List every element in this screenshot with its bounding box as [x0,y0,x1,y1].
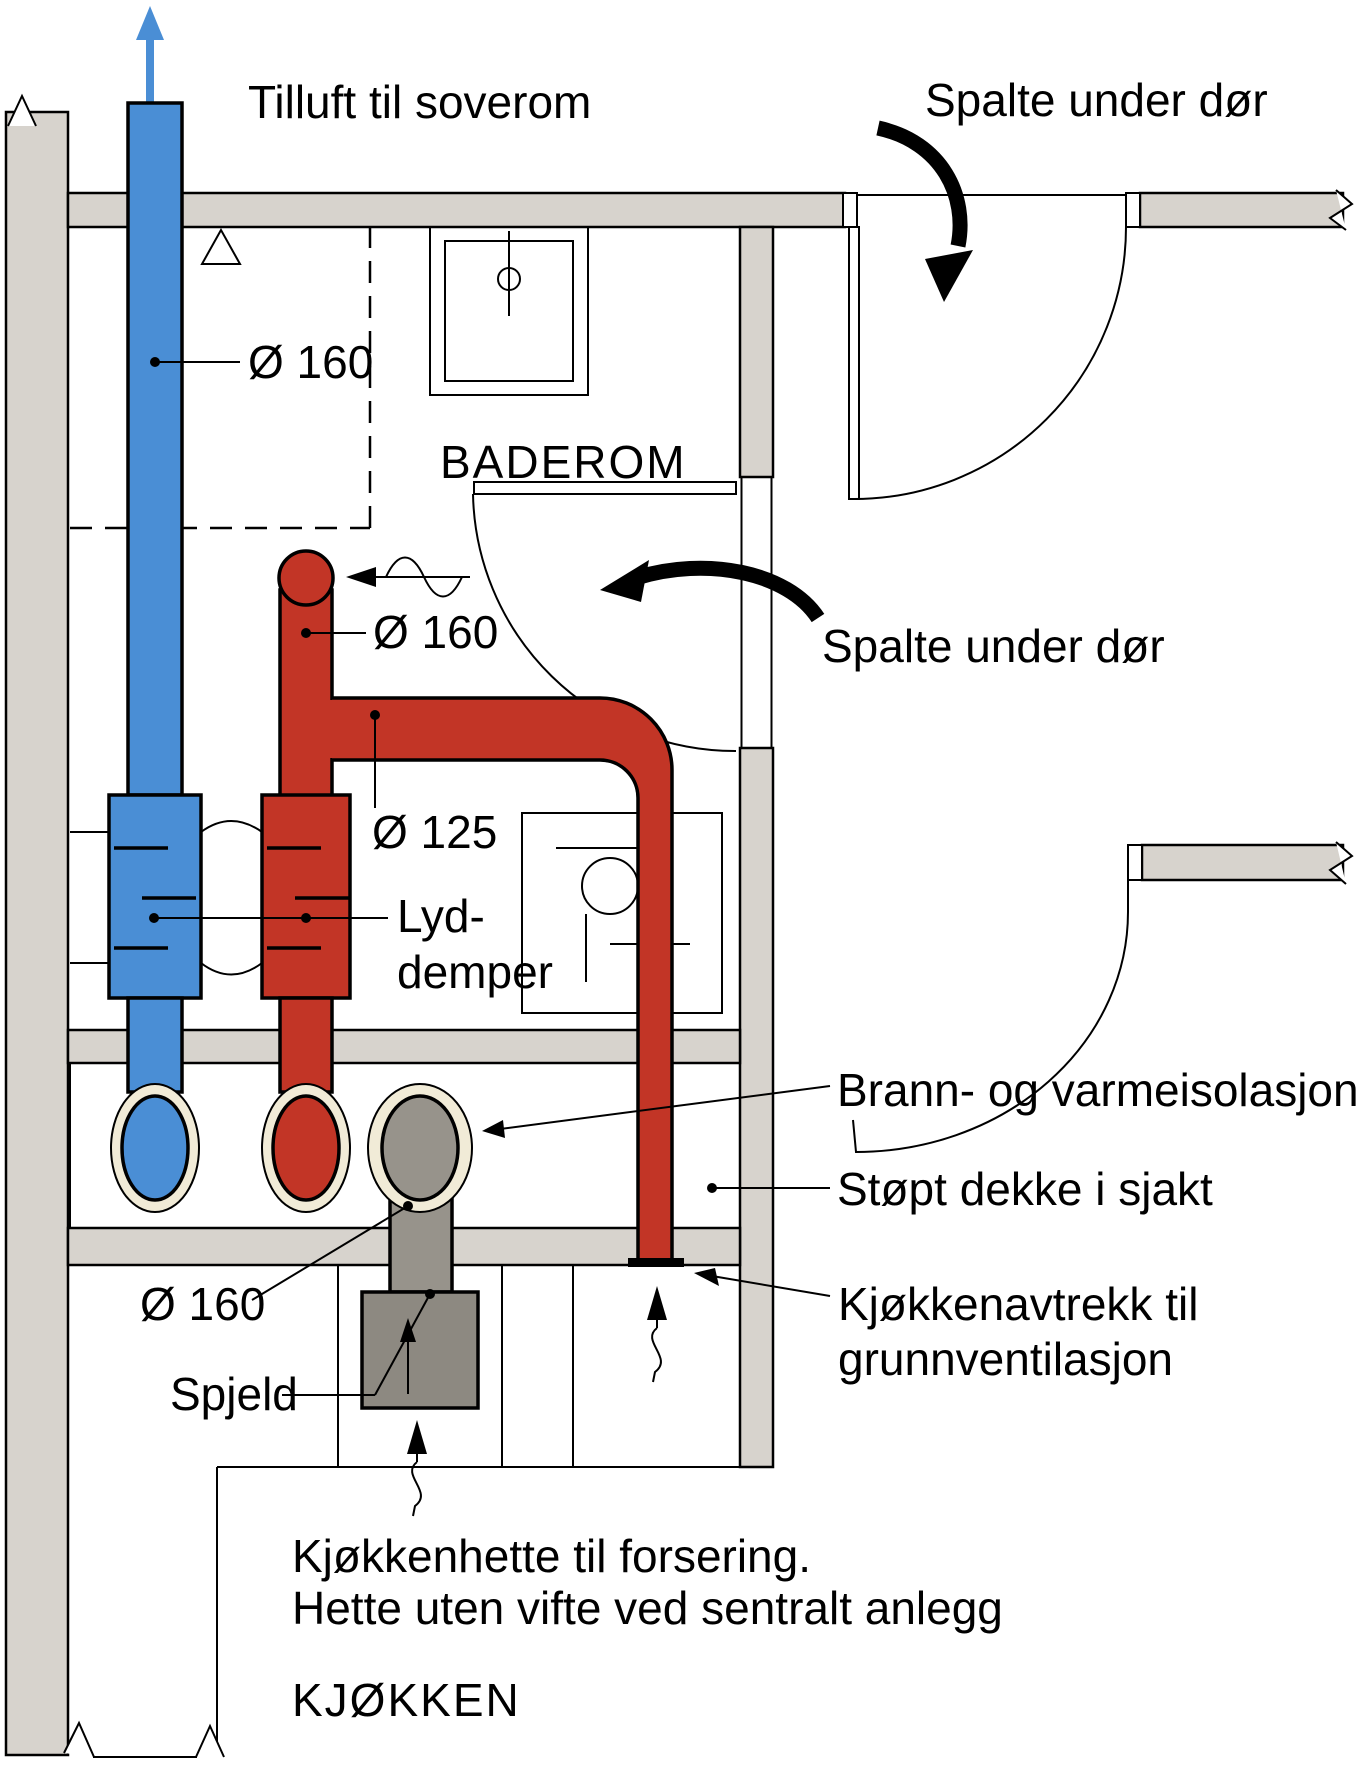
label-brann: Brann- og varmeisolasjon [837,1064,1357,1116]
floor-penetrations [110,1083,480,1410]
supply-arrow-icon [136,6,164,40]
label-baderom: BADEROM [440,436,687,488]
leader-lines [149,357,831,1396]
leader-kjokkenavtrekk [711,1275,831,1297]
supply-valve-triangle-icon [200,227,242,265]
break-bottom-left-2 [195,1723,225,1758]
label-kjokkenavtrekk-2: grunnventilasjon [838,1333,1173,1385]
exhaust-pipe-section [271,1094,341,1202]
label-hette-1: Kjøkkenhette til forsering. [292,1530,811,1582]
top-door-leaf [848,226,860,500]
bath-door-swing-arc [472,493,737,753]
kitchen-hood-box [360,1290,480,1410]
right-door-swing-arc [852,911,1129,1154]
supply-pipe-section [120,1094,190,1202]
break-bottom-left-1 [63,1720,95,1758]
right-wall [1140,843,1345,882]
label-stopt: Støpt dekke i sjakt [837,1163,1213,1215]
door-gap-arrow-top [876,120,968,248]
toilet-bowl-icon [581,857,639,915]
forcing-arrowhead-2 [647,1286,667,1320]
label-lyddemper-2: demper [397,946,553,998]
label-d125: Ø 125 [372,806,497,858]
shaft-wall-lower [738,746,775,1469]
exhaust-branch-duct [332,696,674,1264]
label-spjeld: Spjeld [170,1368,298,1420]
top-door-jamb-right [1125,192,1141,228]
fixtures [200,226,723,1014]
exhaust-valve-opening [277,549,335,607]
label-kjokkenavtrekk-1: Kjøkkenavtrekk til [838,1278,1198,1330]
right-door-jamb [1127,844,1143,881]
door-gap-arrowhead-mid [600,560,649,602]
bath-door-leaf [473,481,737,495]
label-spalte-mid: Spalte under dør [822,620,1165,672]
supply-riser [126,101,184,797]
extract-sine-icon [385,556,463,598]
exhaust-duct-assembly [260,549,684,1267]
label-tilluft: Tilluft til soverom [248,76,591,128]
break-right-wall [1328,841,1354,885]
label-kjokken: KJØKKEN [292,1674,521,1726]
flow-arrows [600,120,973,623]
label-lyddemper-1: Lyd- [397,890,485,942]
forcing-arrowhead-1 [407,1420,427,1454]
top-door-swing-arc [853,226,1127,500]
spjeld-arrowhead-icon [400,1318,416,1342]
supply-riser-lower [126,996,184,1094]
extract-arrowhead-icon [346,567,376,587]
break-top-wall-right [1328,189,1354,231]
top-wall-right [1138,191,1345,229]
structure-lines [69,192,1143,1758]
forcing-squiggle-1 [411,1461,422,1517]
supply-arrow-shaft [146,38,154,104]
text-labels: Tilluft til soverom Spalte under dør BAD… [140,74,1357,1726]
shaft-line-bottom-curve [200,962,263,976]
leader-kjokkenavtrekk-arrowhead [694,1268,719,1286]
leader-d160-kitchen [251,1205,409,1301]
top-wall-left [66,191,847,229]
toilet-outline [521,812,723,1014]
doors [472,226,1129,1154]
kitchen-duct-end-cap [628,1258,684,1267]
dashed-projection [70,227,372,530]
forcing-squiggle-2 [651,1327,662,1383]
leader-spjeld-diagonal [374,1293,431,1396]
label-d160-exhaust: Ø 160 [373,606,498,658]
break-left-wall-top [7,93,37,127]
left-wall [4,110,70,1757]
label-d160-supply: Ø 160 [248,336,373,388]
label-d160-kitchen: Ø 160 [140,1278,265,1330]
duct-junction-patch [329,700,336,758]
leader-brann [499,1085,831,1130]
top-door-jamb-left [842,192,858,228]
walls [4,110,1345,1757]
sink-outline [429,226,589,396]
airflow-symbols [346,556,667,1517]
leader-brann-arrowhead [482,1120,505,1138]
label-spalte-top: Spalte under dør [925,74,1268,126]
shaft-line-top-curve [200,820,263,833]
label-hette-2: Hette uten vifte ved sentralt anlegg [292,1582,1003,1634]
shaft-wall-upper [738,225,775,479]
exhaust-riser-lower [278,996,334,1094]
break-symbols [7,93,1354,1758]
supply-duct-assembly [107,6,203,1094]
sink-faucet-icon [497,267,521,291]
hood-pipe-section [380,1094,460,1202]
door-gap-arrow-mid [633,560,825,623]
exhaust-riser [278,588,334,800]
door-gap-arrowhead-top [925,250,973,302]
